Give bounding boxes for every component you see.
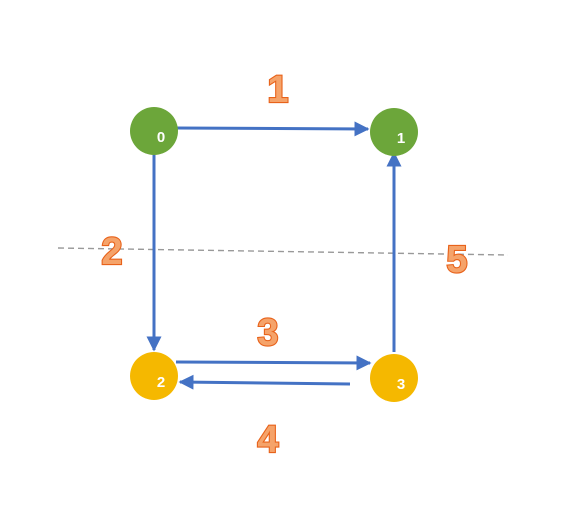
edge-label-2: 2 — [101, 231, 122, 273]
edge-label-5: 5 — [446, 239, 467, 281]
edge-label-3: 3 — [257, 312, 278, 354]
node-3-circle — [370, 354, 418, 402]
node-2[interactable]: 2 — [130, 352, 178, 400]
edge-0-to-1 — [175, 121, 370, 137]
node-1-circle — [370, 108, 418, 156]
node-0-label: 0 — [157, 129, 165, 146]
node-2-label: 2 — [157, 374, 165, 391]
node-3[interactable]: 3 — [370, 354, 418, 402]
edge-label-1: 1 — [267, 69, 288, 111]
node-0[interactable]: 0 — [130, 107, 178, 155]
node-0-circle — [130, 107, 178, 155]
divider-line — [57, 247, 509, 256]
edge-2-to-3 — [175, 355, 372, 371]
node-1[interactable]: 1 — [370, 108, 418, 156]
node-3-label: 3 — [397, 376, 405, 393]
node-1-label: 1 — [397, 130, 405, 147]
edge-3-to-2 — [178, 374, 351, 390]
node-2-circle — [130, 352, 178, 400]
edge-label-4: 4 — [257, 419, 278, 461]
